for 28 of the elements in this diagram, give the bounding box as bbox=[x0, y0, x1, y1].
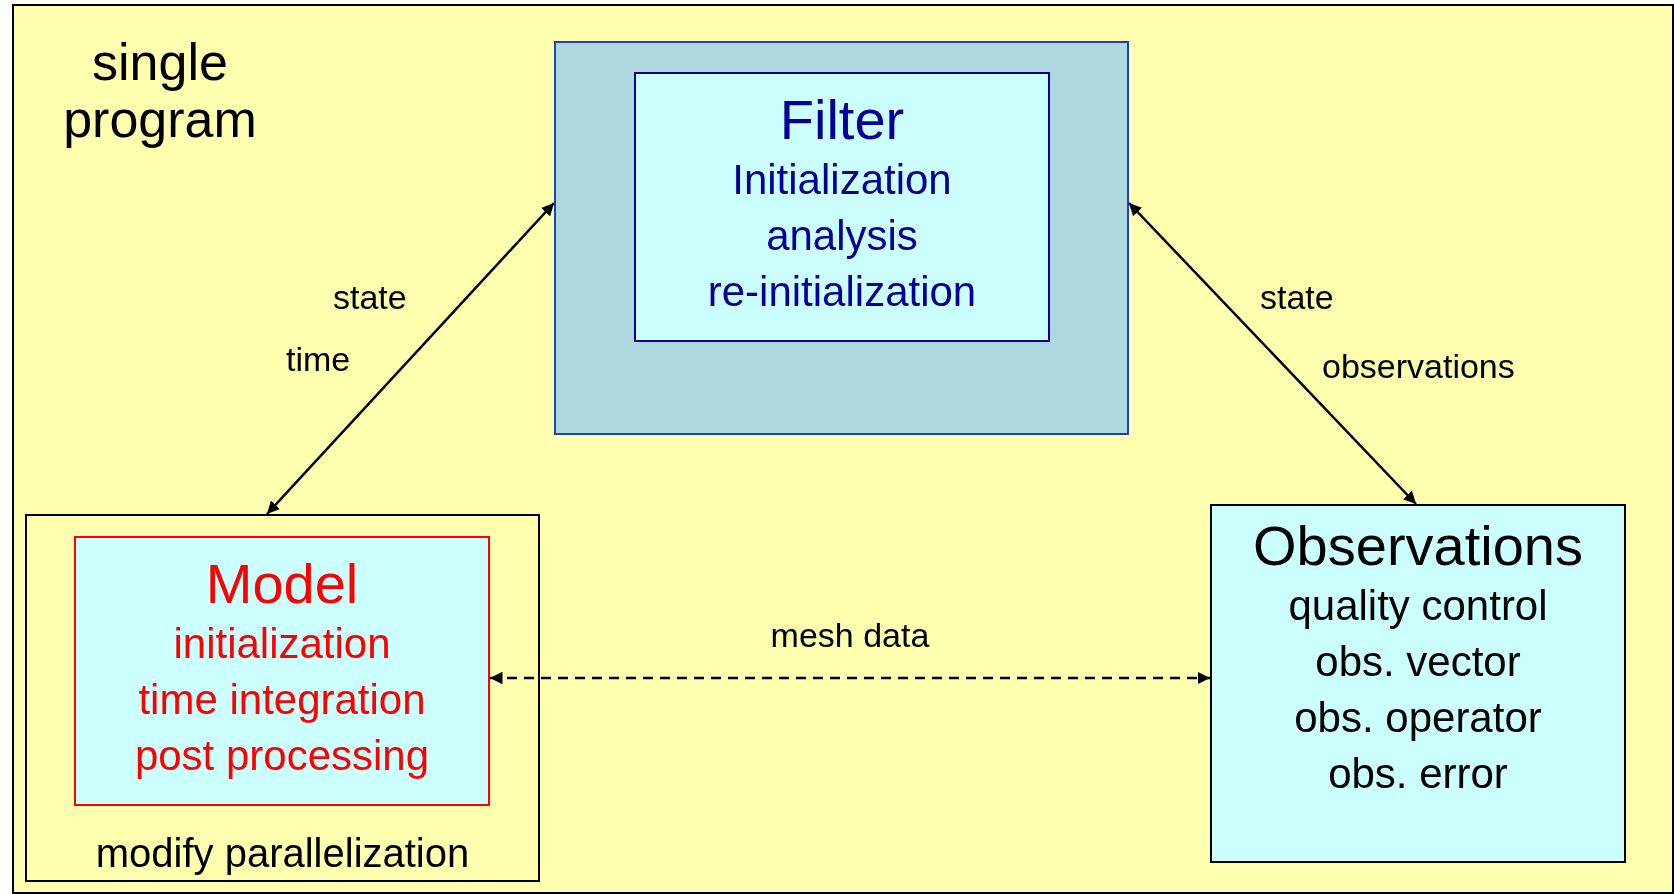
flow-label: observations bbox=[1322, 347, 1515, 386]
component-title: Observations bbox=[1253, 514, 1583, 579]
arrow bbox=[1128, 202, 1417, 505]
component-box bbox=[74, 536, 490, 806]
arrow bbox=[266, 202, 555, 515]
function-text: time integration bbox=[138, 675, 426, 726]
function-text: quality control bbox=[1288, 581, 1548, 632]
component-box bbox=[25, 514, 540, 882]
function-text: obs. vector bbox=[1315, 637, 1521, 688]
flow-label: time bbox=[286, 340, 351, 379]
component-box bbox=[1210, 504, 1626, 863]
title-text: single program bbox=[62, 34, 258, 149]
component-title: Model bbox=[205, 552, 359, 617]
program-frame bbox=[12, 4, 1674, 894]
function-text: obs. operator bbox=[1294, 693, 1542, 744]
flow-label: state bbox=[1260, 278, 1334, 317]
core-box bbox=[554, 41, 1129, 435]
function-text: re-initialization bbox=[707, 267, 977, 318]
component-box bbox=[634, 72, 1050, 342]
function-text: obs. error bbox=[1328, 748, 1508, 799]
function-text: Initialization bbox=[732, 155, 952, 206]
component-title: Filter bbox=[779, 88, 905, 153]
function-text: post processing bbox=[134, 731, 430, 782]
function-text: analysis bbox=[766, 211, 918, 262]
box-caption: modify parallelization bbox=[94, 831, 471, 876]
flow-label: state bbox=[333, 278, 407, 317]
function-text: initialization bbox=[173, 619, 391, 670]
dashed-arrow bbox=[490, 671, 1210, 685]
